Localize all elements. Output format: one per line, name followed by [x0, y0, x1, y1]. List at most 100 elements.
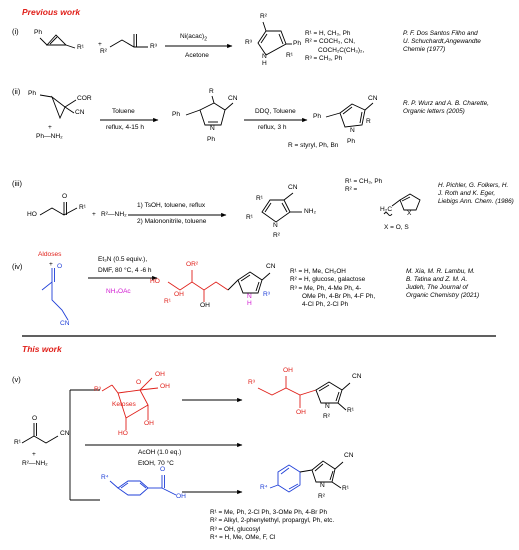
- aminopyrrole-n: N: [273, 222, 278, 229]
- cyanoketone-structure-iv: [41, 268, 69, 321]
- pyrrole-product-i: [257, 21, 292, 56]
- condition-iv-2: DMF, 80 °C, 4 -6 h: [98, 267, 152, 274]
- product-iv-oh-bottom: OH: [200, 302, 210, 309]
- cyclopropane-ph: Ph: [28, 90, 37, 97]
- scheme-number-v: (v): [12, 375, 21, 384]
- sugar-oh-right: OH: [160, 383, 170, 390]
- scheme-number-iv: (iv): [12, 262, 23, 271]
- reference-iv: M. Xia, M. R. Lambu, M.B. Tatina and Z. …: [406, 268, 480, 299]
- pyrrole-product-v-1: [315, 381, 351, 411]
- plus-sign-iv: +: [49, 261, 53, 268]
- product-n: N: [262, 53, 267, 60]
- cyanoketone-o-iv: O: [57, 263, 63, 270]
- prod2-n: N: [320, 482, 325, 489]
- pyrroline-r: R: [209, 88, 214, 95]
- sm-v-r1: R¹: [14, 439, 21, 446]
- condition-v-1: AcOH (1.0 eq.): [138, 449, 182, 456]
- prod2-cn: CN: [344, 452, 354, 459]
- label-r2: R²: [100, 48, 107, 55]
- ketone-o: O: [160, 466, 166, 473]
- label-ph: Ph: [34, 29, 43, 36]
- pyrrole-ii-nph: Ph: [347, 138, 356, 145]
- product-r2: R²: [260, 13, 267, 20]
- sugar-ho: HO: [118, 430, 128, 437]
- pyrroline-cn: CN: [228, 95, 238, 102]
- cyanoketone-cn-iv: CN: [60, 320, 70, 327]
- condition-iii-2: 2) Malononitrile, toluene: [137, 218, 207, 225]
- condition-iii-1: 1) TsOH, toluene, reflux: [137, 202, 206, 209]
- polyol-chain-iv: [167, 270, 229, 302]
- catalyst-label: Ni(acac)2: [180, 33, 207, 43]
- aryl-group-product-2: [269, 464, 301, 493]
- product-r3: R³: [245, 39, 252, 46]
- product-h: H: [262, 60, 267, 67]
- cyanoketone-structure-v: [21, 423, 59, 444]
- sugar-oh-top: OH: [155, 371, 165, 378]
- reference-iii: H. Pichler, G. Folkers, H.J. Roth and K.…: [438, 182, 514, 205]
- prod1-cn: CN: [352, 373, 362, 380]
- prod1-r3: R³: [248, 379, 255, 386]
- previous-work-header: Previous work: [22, 7, 81, 17]
- product-iv-ho: HO: [150, 278, 160, 285]
- furan-x: X: [407, 210, 412, 217]
- scheme-number-ii: (ii): [12, 87, 21, 96]
- product-iv-cn: CN: [266, 263, 276, 270]
- plus-sign-ii: +: [48, 124, 52, 131]
- product-iv-r1: R¹: [164, 298, 171, 305]
- plus-sign-v: +: [32, 451, 36, 458]
- pyrroline-nph: Ph: [207, 136, 216, 143]
- x-definition: X = O, S: [384, 224, 409, 231]
- aldoses-label: Aldoses: [38, 251, 62, 258]
- prod1-r2: R²: [323, 413, 330, 420]
- prod2-r4: R⁴: [260, 484, 268, 491]
- pyrroline-n: N: [210, 125, 215, 132]
- pyrrole-ii-cn: CN: [368, 95, 378, 102]
- amine-label-iii: R²—NH₂: [101, 211, 127, 218]
- pyrrole-product-v-2: [299, 460, 344, 489]
- product-iv-n: N: [247, 293, 252, 300]
- prod2-r1: R¹: [342, 485, 349, 492]
- sm-v-cn: CN: [60, 430, 70, 437]
- prod1-r1: R¹: [347, 407, 354, 414]
- product-r1: R¹: [286, 52, 293, 59]
- scheme-number-iii: (iii): [12, 179, 22, 188]
- condition-ii-b-1: DDQ, Toluene: [255, 108, 296, 115]
- furan-ch2: H₂C: [380, 206, 393, 213]
- pyrroline-product: [185, 95, 234, 126]
- label-r1: R¹: [77, 44, 84, 51]
- r-definitions-v: R¹ = Me, Ph, 2-Cl Ph, 3-OMe Ph, 4-Br Ph …: [210, 509, 335, 541]
- r-definitions-iv: R¹ = H, Me, CH₂OH R² = H, glucose, galac…: [290, 268, 376, 309]
- plus-sign-iii: +: [92, 211, 96, 218]
- product-iv-or2: OR²: [186, 261, 199, 268]
- sugar-r3: R³: [94, 386, 101, 393]
- heteroaryl-ring: [391, 193, 421, 211]
- solvent-label: Acetone: [185, 52, 209, 59]
- sm-v-o: O: [32, 415, 38, 422]
- hydroxy-o: O: [62, 193, 68, 200]
- cyclopropane-structure: [39, 94, 77, 120]
- prod1-n: N: [325, 403, 330, 410]
- aminopyrrole-nh2: NH₂: [304, 208, 317, 215]
- sugar-oh-bottom: OH: [144, 420, 154, 427]
- scheme-number-i: (i): [12, 27, 19, 36]
- r-definitions-i: R¹ = H, CH₃, Ph R² = COCH₃, CN, COCH₂C(C…: [305, 30, 365, 62]
- pyrrole-ii-r: R: [366, 118, 371, 125]
- pyrrole-product-iv: [227, 271, 271, 294]
- hydroxy-r1: R¹: [79, 204, 86, 211]
- condition-v-2: EtOH, 70 °C: [138, 460, 174, 467]
- ketone-r4: R⁴: [101, 474, 109, 481]
- hydroxy-ho: HO: [27, 211, 37, 218]
- product-iv-r3: R³: [263, 291, 270, 298]
- pyrrole-ii-n: N: [350, 127, 355, 134]
- wavy-bond: [383, 212, 393, 216]
- sugar-o: O: [136, 379, 142, 386]
- aminopyrrole-cn: CN: [288, 184, 298, 191]
- polyol-chain-v: [257, 376, 317, 408]
- cyclopropane-cor: COR: [77, 95, 92, 102]
- condition-ii-a-2: reflux, 4-15 h: [106, 124, 144, 131]
- ketone-structure-1: [109, 34, 148, 48]
- this-work-header: This work: [22, 344, 62, 354]
- aminopyrrole-product: [261, 192, 302, 223]
